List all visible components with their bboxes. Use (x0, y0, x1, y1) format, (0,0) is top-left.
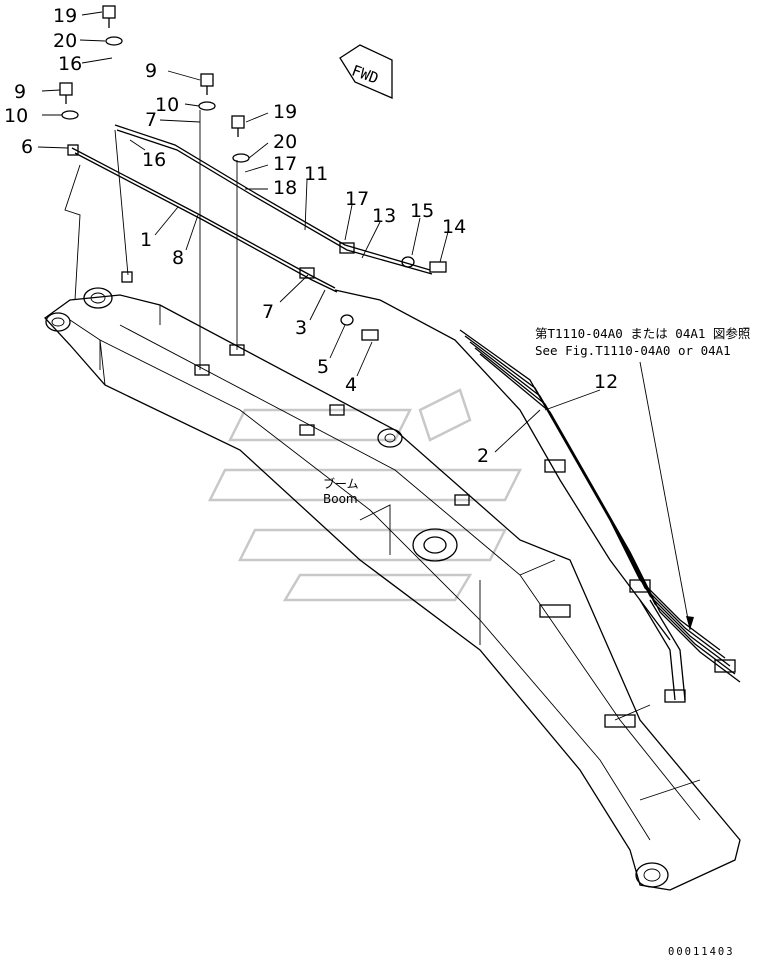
label-16-top: 16 (58, 53, 82, 75)
label-17-top: 17 (273, 153, 297, 175)
fwd-arrow-icon: FWD (339, 44, 393, 99)
label-19-right: 19 (273, 101, 297, 123)
label-4: 4 (345, 374, 357, 396)
boom-label-en: Boom (323, 492, 358, 506)
label-16-mid: 16 (142, 149, 166, 171)
boom-foot-boss (45, 287, 113, 332)
boom-label: ブーム Boom (323, 476, 359, 506)
leader-lines (37, 11, 694, 631)
hardware (59, 5, 447, 370)
watermark-logo (207, 388, 523, 602)
label-20-top: 20 (53, 30, 77, 52)
fwd-label: FWD (349, 61, 381, 87)
part-numbers: 19 20 16 9 10 6 9 10 7 16 19 20 17 18 11… (4, 5, 618, 467)
clamps (67, 144, 736, 728)
tube-line-1 (71, 147, 338, 293)
label-1: 1 (140, 229, 152, 251)
boom-label-jp: ブーム (323, 476, 359, 491)
label-7-mid: 7 (262, 301, 274, 323)
reference-en: See Fig.T1110-04A0 or 04A1 (535, 343, 731, 358)
label-17-mid: 17 (345, 188, 369, 210)
label-3: 3 (295, 317, 307, 339)
label-9-mid: 9 (145, 60, 157, 82)
label-13: 13 (372, 205, 396, 227)
drawing-code: 00011403 (668, 946, 735, 958)
reference-note: 第T1110-04A0 または 04A1 図参照 See Fig.T1110-0… (535, 326, 750, 358)
reference-jp: 第T1110-04A0 または 04A1 図参照 (535, 326, 750, 341)
label-2: 2 (477, 445, 489, 467)
label-5: 5 (317, 356, 329, 378)
label-10-mid: 10 (155, 94, 179, 116)
label-18: 18 (273, 177, 297, 199)
cylinder-mount-boss (377, 428, 458, 562)
label-15: 15 (410, 200, 434, 222)
label-19-top: 19 (53, 5, 77, 27)
boom-tip-boss (635, 862, 669, 888)
label-7-top: 7 (145, 109, 157, 131)
label-8: 8 (172, 247, 184, 269)
boom-body (44, 294, 741, 891)
label-12: 12 (594, 371, 618, 393)
label-6: 6 (21, 136, 33, 158)
hose-bundle-12 (334, 289, 741, 701)
tube-line-11 (114, 124, 433, 275)
label-9-left: 9 (14, 81, 26, 103)
label-14: 14 (442, 216, 466, 238)
label-10-left: 10 (4, 105, 28, 127)
label-20-right: 20 (273, 131, 297, 153)
label-11: 11 (304, 163, 328, 185)
